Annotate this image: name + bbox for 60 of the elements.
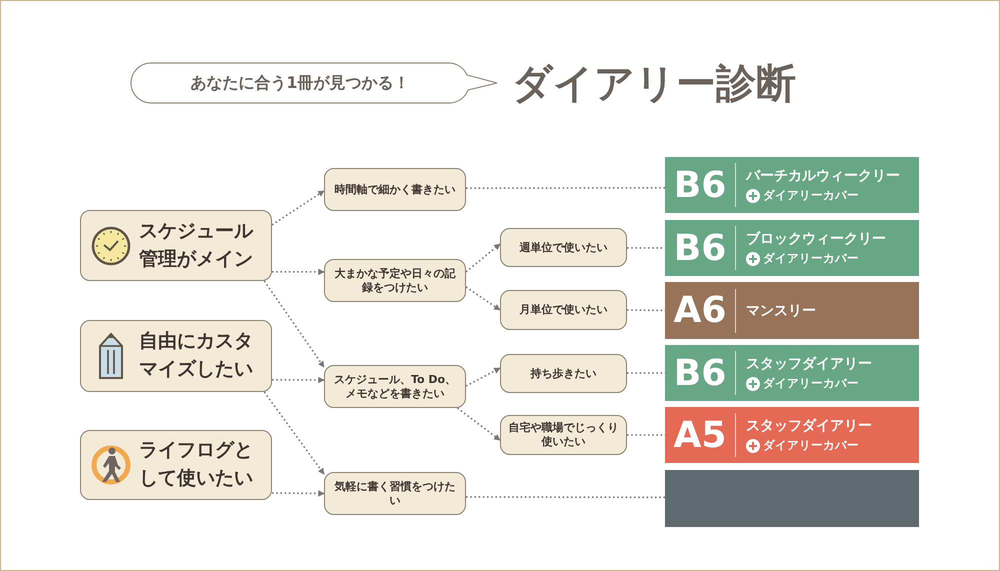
question-box: [80, 430, 272, 500]
question-box: [324, 365, 466, 408]
dotted-line: [627, 372, 665, 374]
dotted-arrow: [457, 407, 500, 441]
diary-name: スタッフダイアリー: [746, 355, 872, 373]
dotted-arrow: [466, 367, 501, 387]
size-label: B6: [672, 164, 728, 206]
size-label: A5: [672, 414, 728, 456]
dotted-arrow: [272, 268, 325, 276]
diary-name: ブロックウィークリー: [746, 230, 886, 248]
bubble-text: あなたに合う1冊が見つかる！: [189, 72, 411, 94]
question-text: 自由にカスタマイズしたい: [139, 329, 254, 382]
size-label: B6: [672, 228, 728, 268]
question-text: 時間軸で細かく書きたい: [334, 182, 456, 196]
question-text: スケジュール、To Do、メモなどを書きたい: [332, 372, 458, 400]
question-text: 持ち歩きたい: [529, 366, 598, 380]
blank-result-panel: [665, 470, 919, 527]
size-label: B6: [672, 352, 728, 394]
dotted-line: [466, 187, 665, 189]
dotted-arrow: [272, 376, 325, 384]
cover-option: ダイアリーカバー: [763, 251, 859, 266]
question-box: [80, 320, 272, 392]
diary-name: スタッフダイアリー: [746, 417, 872, 435]
question-box: [324, 472, 466, 515]
diary-name: バーチカルウィークリー: [746, 167, 900, 185]
speech-bubble: [130, 62, 498, 104]
question-box: [324, 168, 466, 211]
result-panel: [665, 282, 919, 339]
result-panel: [665, 345, 919, 401]
dotted-arrow: [466, 286, 501, 311]
cover-option: ダイアリーカバー: [763, 188, 859, 203]
dotted-line: [627, 434, 665, 436]
question-text: 自宅や職場でじっくり使いたい: [508, 421, 620, 449]
size-label: A6: [672, 290, 728, 331]
dotted-line: [627, 247, 665, 249]
diary-name: マンスリー: [746, 302, 816, 320]
question-text: 大まかな予定や日々の記録をつけたい: [334, 266, 456, 294]
dotted-arrow: [272, 190, 325, 226]
result-panel: [665, 220, 919, 276]
question-text: 月単位で使いたい: [518, 303, 608, 317]
dotted-arrow: [466, 243, 500, 273]
cover-option: ダイアリーカバー: [763, 438, 859, 453]
cover-option: ダイアリーカバー: [763, 376, 859, 391]
result-panel: [665, 407, 919, 463]
question-text: 週単位で使いたい: [518, 240, 608, 254]
result-panel: [665, 157, 919, 213]
question-box: [500, 415, 627, 455]
question-box: [500, 354, 627, 393]
dotted-arrow: [264, 280, 325, 368]
dotted-arrow: [272, 490, 325, 497]
question-box: [500, 290, 627, 330]
question-box: [324, 259, 466, 302]
question-text: ライフログとして使いたい: [139, 438, 254, 491]
question-text: 気軽に書く習慣をつけたい: [334, 480, 456, 508]
question-box: [80, 210, 272, 281]
dotted-arrow: [264, 392, 325, 475]
dotted-line: [466, 496, 665, 498]
title: ダイアリー診断: [512, 60, 796, 109]
question-box: [500, 228, 627, 267]
question-text: スケジュール管理がメイン: [139, 218, 254, 272]
